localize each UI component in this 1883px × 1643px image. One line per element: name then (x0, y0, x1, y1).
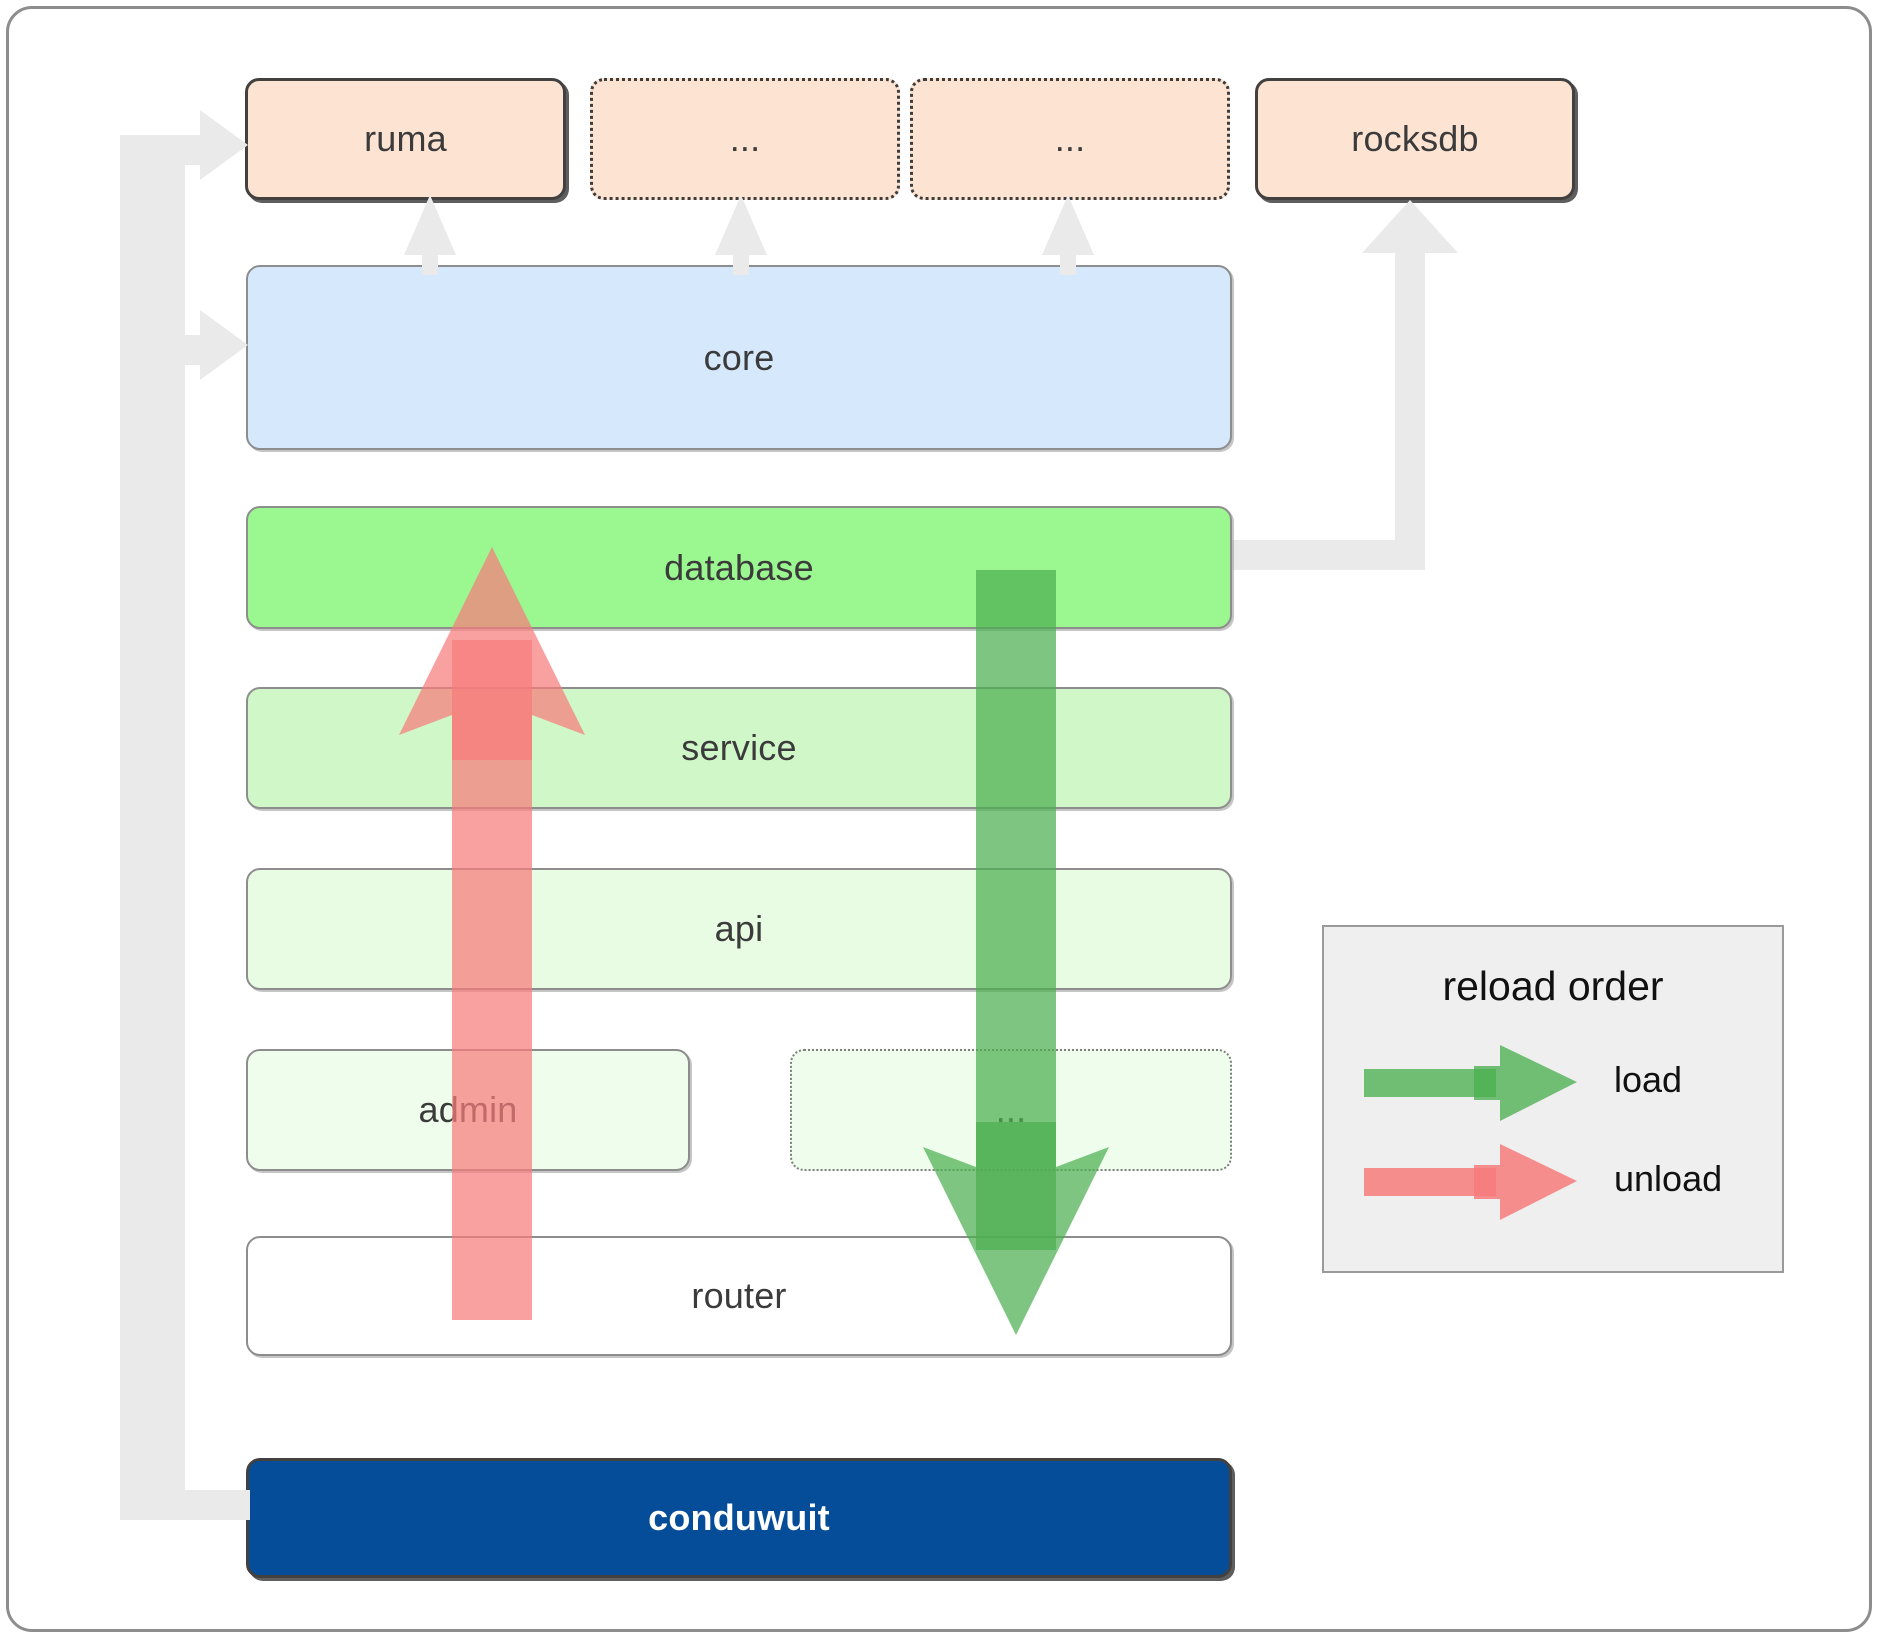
load-arrow-icon (1364, 1045, 1577, 1121)
node-ellipsis-dep-2[interactable]: ... (910, 78, 1230, 200)
node-core-label: core (703, 336, 775, 378)
node-database-label: database (664, 546, 814, 588)
unload-arrow-icon (1364, 1144, 1577, 1220)
legend-arrow-icons (1364, 1045, 1577, 1220)
node-ellipsis-layer[interactable]: ... (790, 1049, 1232, 1171)
legend-label-unload: unload (1614, 1158, 1723, 1199)
legend-label-load: load (1614, 1059, 1683, 1100)
node-api[interactable]: api (246, 868, 1232, 990)
node-core[interactable]: core (246, 265, 1232, 450)
node-rocksdb-label: rocksdb (1351, 118, 1479, 159)
node-database[interactable]: database (246, 506, 1232, 629)
node-ellipsis-dep-1-label: ... (729, 118, 761, 159)
node-ellipsis-dep-1[interactable]: ... (590, 78, 900, 200)
node-conduwuit-label: conduwuit (648, 1497, 830, 1538)
node-ellipsis-dep-2-label: ... (1054, 118, 1086, 159)
node-service-label: service (681, 727, 797, 768)
node-ruma[interactable]: ruma (245, 78, 566, 200)
diagram-frame (6, 6, 1872, 1632)
node-service[interactable]: service (246, 687, 1232, 809)
node-conduwuit[interactable]: conduwuit (246, 1458, 1232, 1578)
node-ellipsis-layer-label: ... (995, 1089, 1027, 1130)
legend-reload-order: reload order load unload (1322, 925, 1784, 1273)
node-api-label: api (714, 908, 764, 949)
node-router-label: router (691, 1275, 787, 1316)
legend-title: reload order (1442, 963, 1664, 1009)
node-admin[interactable]: admin (246, 1049, 690, 1171)
node-rocksdb[interactable]: rocksdb (1255, 78, 1575, 200)
node-ruma-label: ruma (364, 118, 447, 159)
node-admin-label: admin (418, 1089, 518, 1130)
node-router[interactable]: router (246, 1236, 1232, 1356)
